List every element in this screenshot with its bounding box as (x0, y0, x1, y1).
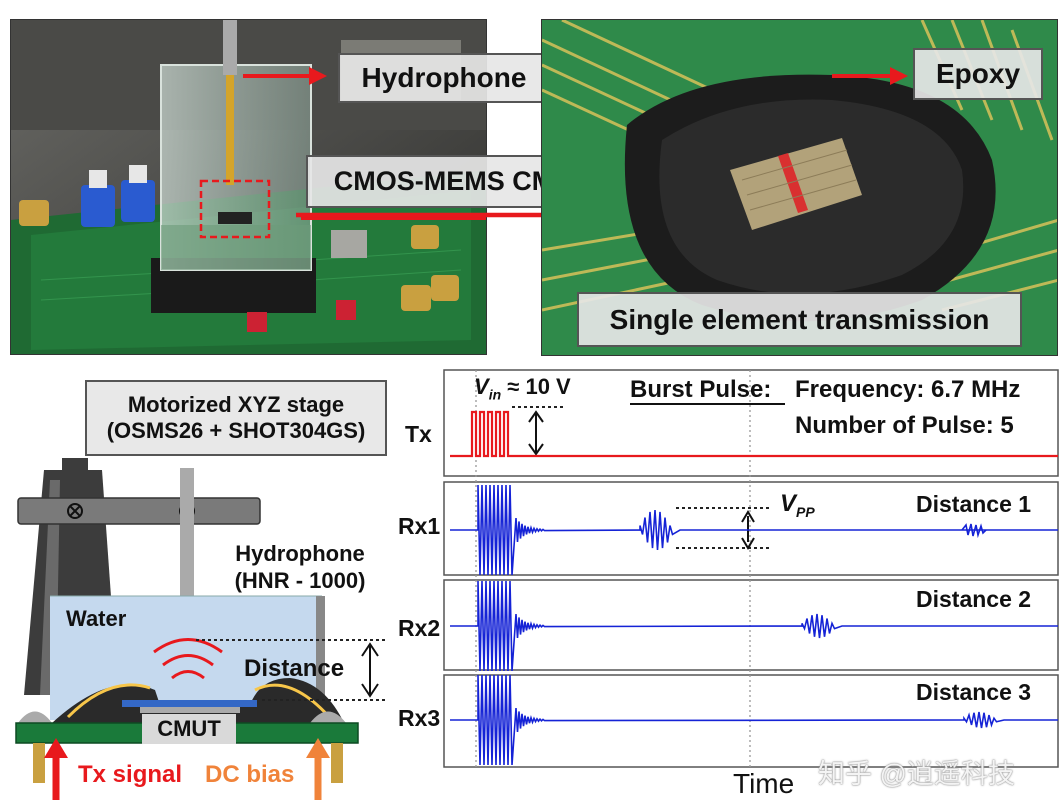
vpp-subscript: PP (796, 503, 815, 520)
cmut-schematic-label: CMUT (142, 714, 236, 744)
hydrophone-schematic-line1: Hydrophone (235, 540, 365, 566)
row-label-tx: Tx (405, 421, 432, 447)
stage-label-line2: (OSMS26 + SHOT304GS) (106, 418, 366, 443)
hydrophone-rod (180, 468, 194, 598)
hydrophone-photo-label: Hydrophone (338, 53, 550, 103)
tx-trace (450, 410, 1058, 458)
row-label-rx2: Rx2 (398, 615, 441, 641)
stage-crossbar (17, 497, 261, 525)
distance1-tag: Distance 1 (916, 491, 1032, 517)
rx2-trace (450, 580, 1058, 672)
distance2-tag: Distance 2 (916, 586, 1032, 612)
rx1-panel (443, 481, 1059, 576)
time-axis-label: Time (733, 768, 795, 799)
vin-value: ≈ 10 V (507, 374, 571, 399)
epoxy-photo-label: Epoxy (913, 48, 1043, 100)
vpp-label: VPP (780, 490, 815, 520)
vin-label: Vin ≈ 10 V (474, 374, 571, 402)
tx-signal-label: Tx signal (78, 761, 183, 788)
hydrophone-schematic-line2: (HNR - 1000) (234, 568, 366, 593)
water-label: Water (66, 606, 127, 631)
epoxy-dome (52, 678, 345, 725)
frequency-label: Frequency: 6.7 MHz (795, 376, 1021, 403)
vin-subscript: in (488, 386, 502, 403)
rx1-trace (450, 484, 1058, 576)
pulse-count-label: Number of Pulse: 5 (795, 412, 1014, 439)
distance3-tag: Distance 3 (916, 679, 1032, 705)
vin-symbol: V (474, 374, 489, 399)
dc-bias-label: DC bias (205, 761, 295, 788)
row-label-rx3: Rx3 (398, 705, 441, 731)
row-label-rx1: Rx1 (398, 513, 441, 539)
vpp-symbol: V (780, 490, 797, 517)
tx-panel (443, 369, 1059, 477)
stage-label-line1: Motorized XYZ stage (127, 391, 345, 417)
setup-schematic (15, 458, 385, 800)
transmission-photo-label: Single element transmission (577, 292, 1022, 347)
hydrophone-schematic-label: Hydrophone (HNR - 1000) (205, 534, 395, 600)
watermark: 知乎 @逍遥科技 (818, 759, 1015, 789)
distance-label: Distance (244, 655, 345, 682)
sound-waves (153, 638, 223, 680)
stage-label: Motorized XYZ stage (OSMS26 + SHOT304GS) (85, 380, 387, 456)
rx3-trace (450, 674, 1058, 766)
burst-pulse-title: Burst Pulse: (630, 376, 772, 403)
rx1-late-echo (961, 523, 987, 539)
waveform-panel (443, 369, 1059, 768)
rx2-panel (443, 579, 1059, 671)
